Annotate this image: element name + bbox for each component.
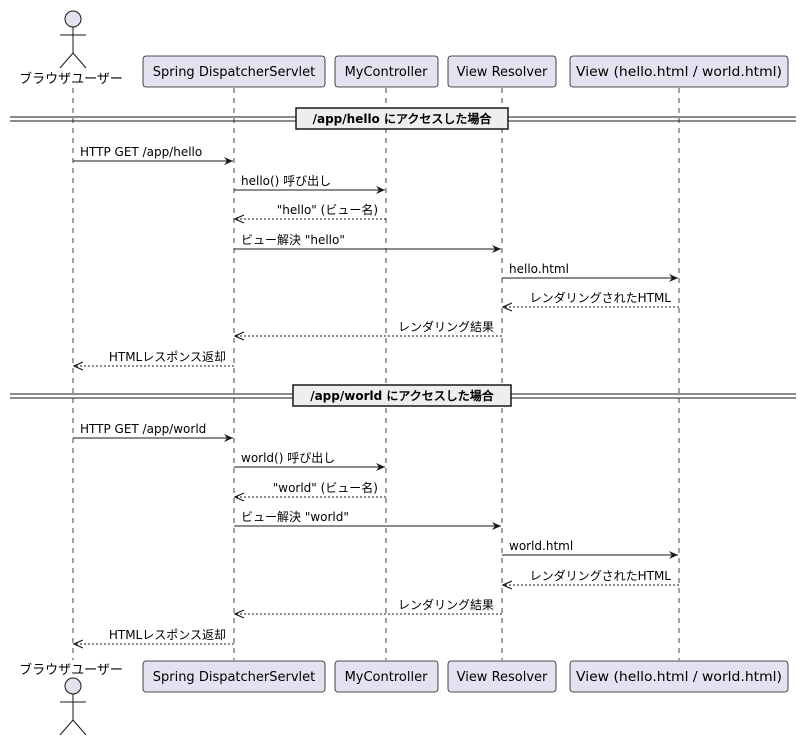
message-label: HTTP GET /app/hello xyxy=(80,145,202,159)
messages: HTTP GET /app/hello hello() 呼び出し "hello" (… xyxy=(73,145,679,644)
participant-label: View Resolver xyxy=(457,65,548,80)
message-9: HTTP GET /app/world xyxy=(73,422,233,442)
message-label: レンダリングされたHTML xyxy=(530,568,672,583)
message-13: world.html xyxy=(502,539,678,559)
participant-resolver: View Resolver xyxy=(447,660,557,693)
message-7: レンダリング結果 xyxy=(235,319,502,336)
message-10: world() 呼び出し xyxy=(234,451,385,471)
participant-label: MyController xyxy=(345,65,429,80)
message-label: HTMLレスポンス返却 xyxy=(109,628,226,642)
message-3: "hello" (ビュー名) xyxy=(235,202,386,219)
actor-icon xyxy=(59,10,87,69)
message-16: HTMLレスポンス返却 xyxy=(74,628,234,644)
divider-hello: /app/hello にアクセスした場合 xyxy=(10,107,796,130)
participant-label: View (hello.html / world.html) xyxy=(576,65,782,80)
message-label: レンダリング結果 xyxy=(398,319,494,334)
message-label: HTMLレスポンス返却 xyxy=(109,350,226,364)
participants-bottom: Spring DispatcherServlet MyController Vi… xyxy=(142,660,789,693)
message-15: レンダリング結果 xyxy=(235,597,502,614)
message-label: "world" (ビュー名) xyxy=(273,480,378,495)
participant-controller: MyController xyxy=(334,660,439,693)
actor-top: ブラウザユーザー xyxy=(19,10,123,87)
participant-label: MyController xyxy=(345,670,429,685)
message-6: レンダリングされたHTML xyxy=(503,290,679,307)
message-12: ビュー解決 "world" xyxy=(234,510,501,530)
message-label: world() 呼び出し xyxy=(241,451,335,465)
participant-dispatcher: Spring DispatcherServlet xyxy=(142,660,326,693)
divider-world: /app/world にアクセスした場合 xyxy=(10,384,796,407)
message-label: レンダリング結果 xyxy=(398,597,494,612)
message-11: "world" (ビュー名) xyxy=(235,480,386,497)
actor-icon xyxy=(59,677,87,736)
message-14: レンダリングされたHTML xyxy=(503,568,679,585)
divider-label: /app/world にアクセスした場合 xyxy=(310,388,495,403)
actor-bottom: ブラウザユーザー xyxy=(19,662,123,736)
message-label: hello() 呼び出し xyxy=(241,174,331,188)
participant-label: View Resolver xyxy=(457,670,548,685)
message-label: HTTP GET /app/world xyxy=(80,422,206,436)
actor-label: ブラウザユーザー xyxy=(19,71,123,87)
divider-label: /app/hello にアクセスした場合 xyxy=(313,111,493,126)
participant-label: Spring DispatcherServlet xyxy=(153,670,316,685)
message-label: world.html xyxy=(509,539,573,553)
participant-label: View (hello.html / world.html) xyxy=(576,670,782,685)
message-label: hello.html xyxy=(509,262,569,276)
participant-view: View (hello.html / world.html) xyxy=(569,660,789,693)
message-5: hello.html xyxy=(502,262,678,282)
message-2: hello() 呼び出し xyxy=(234,174,385,194)
message-label: ビュー解決 "world" xyxy=(241,510,349,524)
participants-top: Spring DispatcherServlet MyController Vi… xyxy=(142,55,789,88)
message-label: "hello" (ビュー名) xyxy=(277,202,378,217)
message-label: レンダリングされたHTML xyxy=(530,290,672,305)
participant-resolver: View Resolver xyxy=(447,55,557,88)
message-1: HTTP GET /app/hello xyxy=(73,145,233,165)
message-8: HTMLレスポンス返却 xyxy=(74,350,234,366)
participant-label: Spring DispatcherServlet xyxy=(153,65,316,80)
participant-controller: MyController xyxy=(334,55,439,88)
participant-dispatcher: Spring DispatcherServlet xyxy=(142,55,326,88)
participant-view: View (hello.html / world.html) xyxy=(569,55,789,88)
actor-label: ブラウザユーザー xyxy=(19,662,123,678)
message-label: ビュー解決 "hello" xyxy=(241,233,345,247)
message-4: ビュー解決 "hello" xyxy=(234,233,501,253)
